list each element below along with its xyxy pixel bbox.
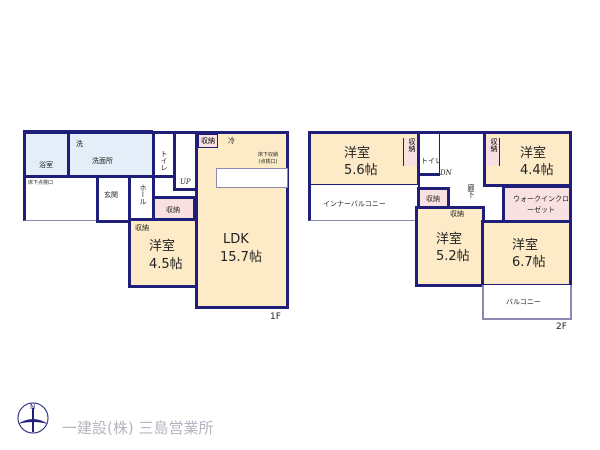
room-washroom: 洗 洗面所 (67, 131, 155, 178)
room-western-4-5: 収納 洋室 4.5帖 (128, 218, 198, 288)
floor-label-2f: 2F (556, 322, 567, 332)
floor-label-1f: 1F (270, 312, 281, 322)
room-western-4-4: 収納 洋室 4.4帖 (483, 131, 572, 187)
room-bath: 浴室 (23, 131, 70, 178)
room-entrance: 玄関 (96, 175, 131, 223)
room-western-5-2: 収納 洋室 5.2帖 (415, 206, 485, 287)
porch: 床下点検口 (23, 177, 98, 221)
compass-icon: N (15, 400, 51, 436)
walk-in-closet: ウォークインクローゼット (502, 185, 572, 223)
room-western-5-6: 洋室 5.6帖 収納 (308, 131, 420, 187)
company-name: 一建設(株) 三島営業所 (62, 419, 214, 437)
room-toilet-2f: トイレ (417, 131, 442, 176)
room-hall: ホール (128, 175, 155, 223)
room-ldk: 収納 冷 床下収納(点検口) LDK 15.7帖 (195, 131, 289, 309)
compass-north-label: N (30, 403, 35, 411)
room-western-6-7: 洋室 6.7帖 (481, 220, 572, 287)
underfloor-storage: 床下収納 (258, 152, 279, 158)
kitchen-counter (216, 168, 288, 188)
balcony: バルコニー (482, 285, 572, 320)
inner-balcony: インナーバルコニー (308, 185, 418, 221)
